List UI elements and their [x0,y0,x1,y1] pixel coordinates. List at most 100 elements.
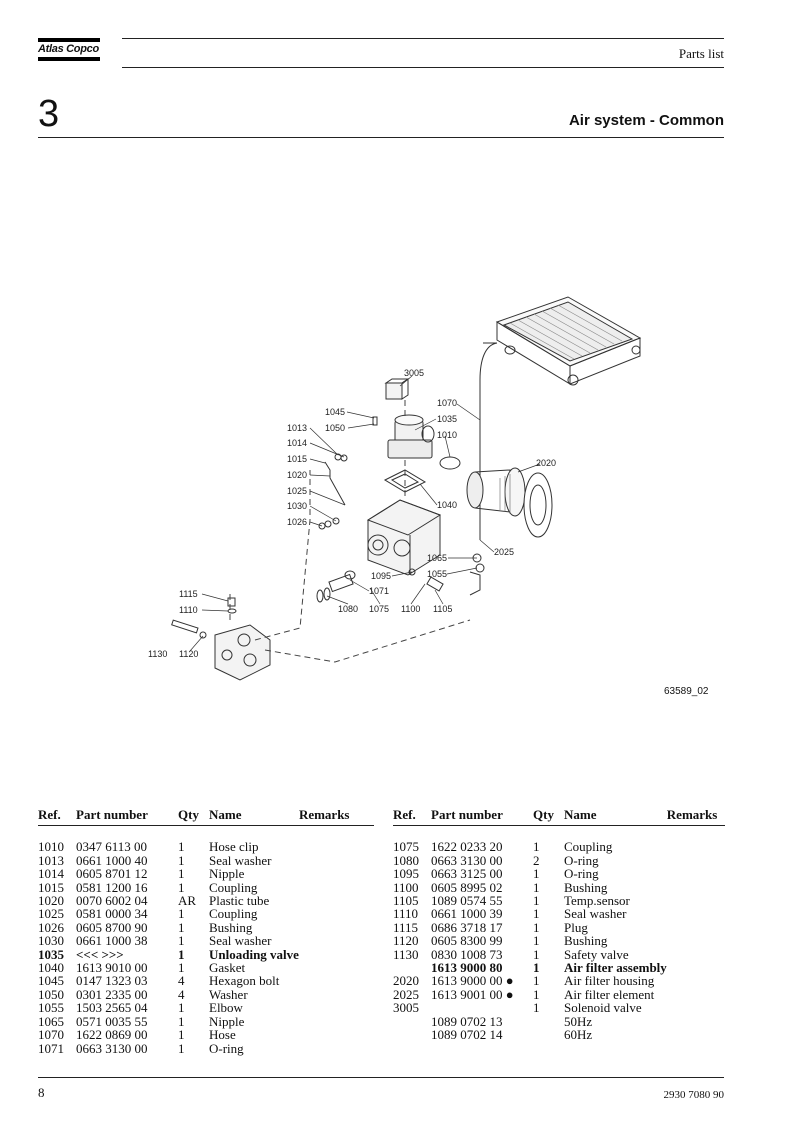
part-number-cell: 0070 6002 04 [76,893,148,909]
ref-cell: 1095 [393,866,419,882]
remarks-cell [299,988,374,1001]
header-rule-bottom [122,67,724,68]
name-cell: O-ring [209,1040,244,1056]
part-number-cell: 0605 8300 99 [431,933,503,949]
name-cell: Coupling [564,839,613,855]
name-cell: 50Hz [564,1013,593,1029]
ref-cell: 1065 [38,1013,64,1029]
remarks-cell [667,974,725,987]
name-cell: Bushing [564,933,608,949]
logo-bar-top [38,38,100,42]
qty-cell: 1 [178,1000,185,1016]
remarks-cell [299,881,374,894]
qty-cell: 1 [533,946,540,962]
ref-cell: 1030 [38,933,64,949]
part-number-cell: 0581 1200 16 [76,879,148,895]
name-cell: Air filter element [564,986,655,1002]
ref-cell: 1040 [38,960,64,976]
part-number-cell: 0663 3130 00 [76,1040,148,1056]
ref-cell: 2020 [393,973,419,989]
qty-cell: 1 [178,852,185,868]
air-filter-drawing [466,467,553,538]
logo-bar-bottom [38,57,100,61]
qty-cell: 4 [178,986,185,1002]
name-cell: Bushing [564,879,608,895]
callout-1110: 1110 [179,605,198,615]
callout-1055: 1055 [427,569,447,579]
callout-1035: 1035 [437,414,457,424]
callout-1015: 1015 [287,454,307,464]
part-number-cell: 0661 1000 39 [431,906,503,922]
name-cell: Coupling [209,906,258,922]
part-number-cell: 1613 9001 00 ● [431,986,514,1002]
name-cell: Temp.sensor [564,893,630,909]
qty-cell: 1 [178,933,185,949]
name-cell: Nipple [209,1013,245,1029]
qty-cell: 1 [533,919,540,935]
name-cell: Seal washer [564,906,627,922]
qty-cell: 1 [533,933,540,949]
qty-cell: 4 [178,973,185,989]
ref-cell: 1025 [38,906,64,922]
remarks-cell [299,907,374,920]
part-number-cell: 1089 0702 13 [431,1013,503,1029]
ref-cell [393,1028,431,1041]
logo-text: Atlas Copco [38,43,99,55]
callout-1070: 1070 [437,398,457,408]
exploded-view-drawing: 3005 1045 1050 1013 1014 1015 1020 1025 … [148,296,642,681]
ref-cell: 1050 [38,986,64,1002]
ref-cell: 1105 [393,893,419,909]
col-name-header: Name [209,808,299,827]
callout-1120: 1120 [179,649,198,659]
ref-cell: 1010 [38,839,64,855]
ref-cell: 1100 [393,879,419,895]
part-number-cell: 1089 0574 55 [431,893,503,909]
name-cell: Plug [564,919,588,935]
remarks-cell [667,988,725,1001]
cooler-drawing [495,296,642,386]
parts-table-right: Ref. Part number Qty Name Remarks 1075 16… [393,808,725,1042]
col-part-header: Part number [76,808,178,827]
callout-1095: 1095 [371,571,391,581]
callout-1065: 1065 [427,553,447,563]
callout-1045: 1045 [325,407,345,417]
ref-cell: 1120 [393,933,419,949]
callout-1115: 1115 [179,589,198,599]
name-cell: Bushing [209,919,253,935]
ref-cell: 1075 [393,839,419,855]
part-number-cell: 1503 2565 04 [76,1000,148,1016]
callout-1013: 1013 [287,423,307,433]
callout-1020: 1020 [287,470,307,480]
parts-table-header: Ref. Part number Qty Name Remarks [393,808,725,827]
part-number-cell: 1622 0869 00 [76,1027,148,1043]
name-cell: O-ring [564,852,599,868]
remarks-cell [667,867,725,880]
qty-cell: 1 [178,1013,185,1029]
ref-cell: 2025 [393,986,419,1002]
part-number-cell: 0663 3130 00 [431,852,503,868]
callout-1105: 1105 [433,604,452,614]
part-number-cell: 0830 1008 73 [431,946,503,962]
qty-cell: 1 [178,960,185,976]
remarks-cell [299,867,374,880]
qty-cell: 1 [533,960,540,976]
ref-cell: 1115 [393,919,419,935]
safety-valve-block-drawing [171,597,271,681]
chapter-title: Air system - Common [568,112,724,129]
table-row: 1089 0702 13 50Hz [393,1013,725,1029]
